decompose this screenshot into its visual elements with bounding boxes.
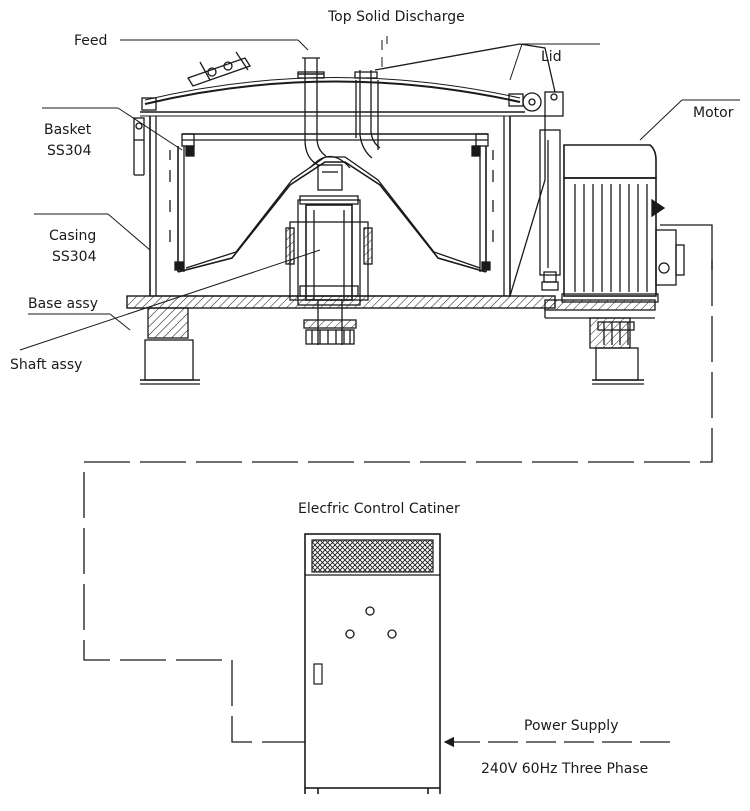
label-power-spec: 240V 60Hz Three Phase [481,761,649,777]
lid-hinge-arm [374,43,564,291]
label-power-supply: Power Supply [524,718,619,734]
label-basket: Basket [44,122,92,138]
label-casing-material: SS304 [52,249,97,265]
basket [169,133,494,273]
label-casing: Casing [49,228,97,244]
callout-leaders [19,30,740,351]
control-cabinet [304,533,441,794]
label-feed: Feed [74,33,108,49]
label-lid: Lid [541,49,562,65]
label-basket-material: SS304 [47,143,92,159]
wiring [83,224,713,748]
shaft-assembly [285,195,373,345]
label-base-assy: Base assy [28,296,98,312]
label-control-cabinet: Elecfric Control Catiner [298,501,460,517]
base-frame [126,295,656,385]
label-motor: Motor [693,105,734,121]
motor [561,144,685,303]
label-top-solid-discharge: Top Solid Discharge [328,9,465,25]
lid-clamp-handle [187,51,251,87]
latch [133,117,145,176]
hub-cap [309,155,351,191]
lid [140,77,525,117]
label-shaft-assy: Shaft assy [10,357,83,373]
